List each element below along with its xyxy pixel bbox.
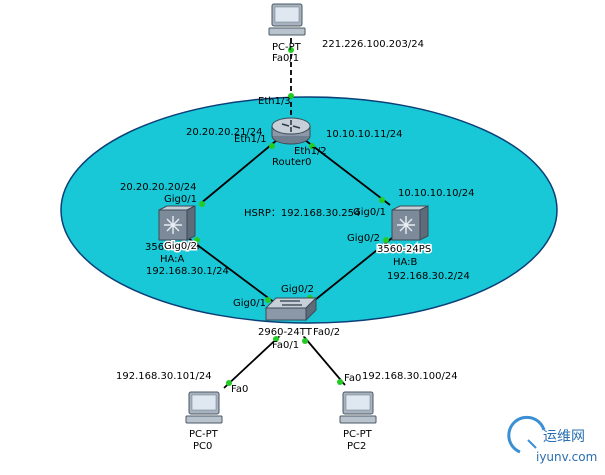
switch-a-gig0-1-ip-label: 20.20.20.20/24 — [120, 182, 197, 193]
port-dot — [265, 297, 271, 303]
switch-b-model-label: 3560-24PS — [377, 244, 431, 255]
switch-2960-gig0-2-label: Gig0/2 — [281, 284, 314, 295]
switch-a-vlan-ip-label: 192.168.30.1/24 — [146, 266, 229, 277]
switch-2960-fa0-2-label: Fa0/2 — [313, 327, 340, 338]
link-router-switch-a — [199, 139, 278, 205]
multilayer-switch-icon — [391, 205, 429, 241]
switch-a-gig0-1-label: Gig0/1 — [164, 194, 197, 205]
port-dot — [337, 379, 343, 385]
switch-b-vlan-ip-label: 192.168.30.2/24 — [387, 271, 470, 282]
port-dot — [302, 338, 308, 344]
port-dot — [269, 143, 275, 149]
switch-icon — [264, 296, 318, 322]
watermark-url: iyunv.com — [536, 450, 597, 464]
link-2960-pc0 — [223, 331, 285, 389]
port-dot — [194, 237, 200, 243]
switch-2960-gig0-1-label: Gig0/1 — [233, 298, 266, 309]
pc-icon — [185, 391, 223, 424]
pc-top-port-label: Fa0/1 — [272, 53, 299, 64]
switch-b-gig0-1-label: Gig0/1 — [353, 207, 386, 218]
port-dot — [288, 93, 294, 99]
port-dot — [309, 143, 315, 149]
watermark-logo: 运维网 iyunv.com — [507, 415, 597, 464]
router-icon — [271, 117, 311, 145]
router-name-label: Router0 — [272, 157, 312, 168]
hsrp-virtual-ip-label: HSRP：192.168.30.254 — [244, 208, 360, 219]
router-eth1-1-ip-label: 20.20.20.21/24 — [186, 127, 263, 138]
switch-a-ha-label: HA:A — [160, 254, 185, 265]
router-eth1-3-label: Eth1/3 — [258, 96, 291, 107]
router-eth1-2-ip-label: 10.10.10.11/24 — [326, 129, 403, 140]
pc-top-type-label: PC-PT — [272, 42, 302, 53]
link-switch-a-2960 — [187, 237, 276, 304]
switch-2960-fa0-1-label: Fa0/1 — [272, 340, 299, 351]
pc0-type-label: PC-PT — [189, 429, 219, 440]
port-dot — [226, 380, 232, 386]
multilayer-switch-icon — [158, 205, 196, 241]
pc0-ip-label: 192.168.30.101/24 — [116, 371, 212, 382]
watermark-title: 运维网 — [543, 429, 585, 445]
pc-icon — [268, 3, 306, 36]
port-dot — [383, 237, 389, 243]
switch-b-gig0-1-ip-label: 10.10.10.10/24 — [398, 188, 475, 199]
pc0-name-label: PC0 — [193, 441, 212, 452]
port-dot — [379, 197, 385, 203]
switch-a-gig0-2-label: Gig0/2 — [164, 241, 197, 252]
link-switch-b-2960 — [314, 237, 393, 301]
port-dot — [273, 336, 279, 342]
port-dot — [288, 47, 294, 53]
port-dot — [199, 201, 205, 207]
pc2-ip-label: 192.168.30.100/24 — [362, 371, 458, 382]
pc-top-ip-label: 221.226.100.203/24 — [322, 39, 424, 50]
pc-icon — [339, 391, 377, 424]
pc2-name-label: PC2 — [347, 441, 366, 452]
hsrp-domain-ellipse — [60, 96, 558, 324]
pc0-port-label: Fa0 — [231, 384, 248, 395]
router-eth1-2-label: Eth1/2 — [294, 146, 327, 157]
switch-a-model-label: 3560-24PS — [145, 242, 199, 253]
pc2-type-label: PC-PT — [343, 429, 373, 440]
switch-b-ha-label: HA:B — [393, 257, 418, 268]
router-eth1-1-label: Eth1/1 — [234, 134, 267, 145]
pc2-port-label: Fa0 — [344, 373, 361, 384]
link-router-switch-b — [304, 139, 391, 206]
switch-2960-model-label: 2960-24TT — [258, 327, 313, 338]
switch-b-gig0-2-label: Gig0/2 — [347, 233, 380, 244]
